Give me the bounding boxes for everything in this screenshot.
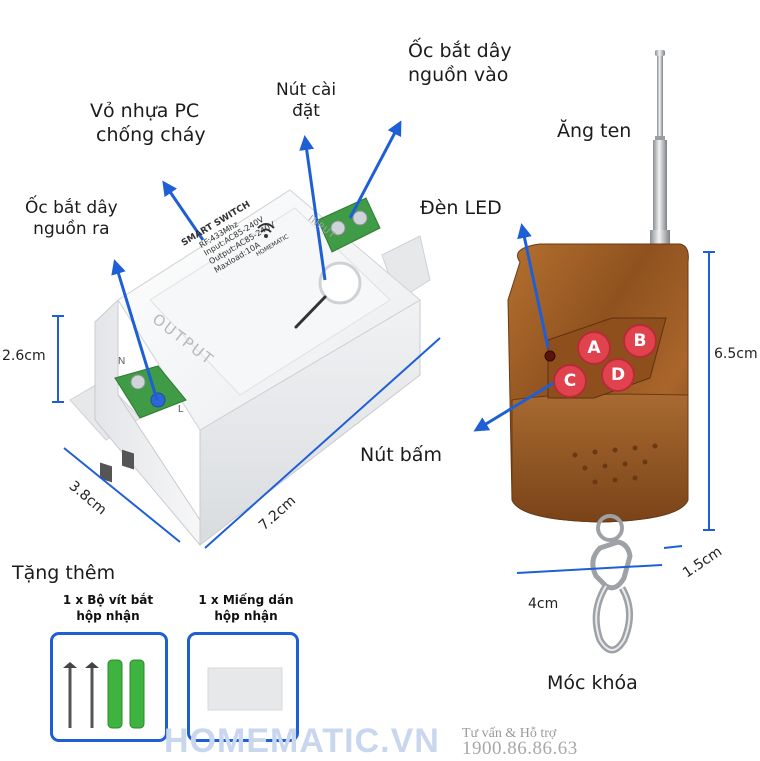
gift-item2-title: 1 x Miếng dán hộp nhận <box>186 592 306 624</box>
dim-remote-width: 4cm <box>528 596 559 612</box>
label-press-button: Nút bấm <box>360 444 442 466</box>
arrow-setup <box>299 135 327 281</box>
arrow-led <box>517 223 550 349</box>
remote-antenna <box>650 50 670 248</box>
arrow-case <box>162 180 205 241</box>
dim-line-depth <box>63 447 181 543</box>
gift-item2-line2: hộp nhận <box>214 609 278 624</box>
remote-keyring <box>590 514 633 654</box>
remote-button-c: C <box>553 364 587 398</box>
receiver-case <box>69 189 431 547</box>
gift-item2-line1: 1 x Miếng dán <box>198 593 294 607</box>
footer-phone: 1900.86.86.63 <box>462 738 578 759</box>
dim-remote-height: 6.5cm <box>714 346 758 362</box>
label-setup-line1: Nút cài <box>276 80 337 100</box>
remote-button-d: D <box>601 358 635 392</box>
label-setup-line2: đặt <box>292 101 320 122</box>
dim-line-remote-thickness <box>663 545 683 549</box>
callout-arrows <box>111 120 556 432</box>
label-input-terminal: Ốc bắt dây nguồn vào <box>408 40 512 88</box>
dim-line-length <box>204 337 441 549</box>
output-terminal-block <box>114 365 187 419</box>
dim-line-remote-width <box>516 564 663 574</box>
remote-button-a: A <box>577 331 611 365</box>
gift-item1-line1: 1 x Bộ vít bắt <box>62 593 154 607</box>
remote-button-b: B <box>623 324 657 358</box>
arrow-button <box>473 380 556 432</box>
label-output-line2: nguồn ra <box>33 219 110 240</box>
input-terminal-block <box>317 197 381 253</box>
label-antenna: Ăng ten <box>557 120 632 142</box>
remote-body <box>507 243 689 523</box>
setup-button <box>294 261 362 329</box>
footer-support-label: Tư vấn & Hỗ trợ <box>462 726 557 741</box>
label-case: Vỏ nhựa PC chống cháy <box>90 100 206 148</box>
label-setup-button: Nút cài đặt <box>276 80 336 123</box>
label-output-line1: Ốc bắt dây <box>25 198 118 218</box>
gift-item1-title: 1 x Bộ vít bắt hộp nhận <box>48 592 168 624</box>
dimension-lines <box>52 251 715 574</box>
footer-brand: HOMEMATIC.VN <box>164 722 440 760</box>
terminal-n-label: N <box>118 356 126 367</box>
label-case-line2: chống cháy <box>96 123 206 146</box>
label-input-line2: nguồn vào <box>408 63 509 86</box>
label-led: Đèn LED <box>420 197 502 219</box>
dim-receiver-height: 2.6cm <box>2 348 46 364</box>
label-keyring: Móc khóa <box>547 672 638 694</box>
gift-item1-line2: hộp nhận <box>76 609 140 624</box>
sticker-pad <box>207 667 283 711</box>
arrow-output <box>111 259 159 401</box>
label-output-terminal: Ốc bắt dây nguồn ra <box>25 198 118 241</box>
arrow-input <box>348 120 402 219</box>
terminal-l-label: L <box>178 404 184 415</box>
gift-title: Tặng thêm <box>12 562 116 584</box>
label-input-line1: Ốc bắt dây <box>408 40 512 62</box>
label-case-line1: Vỏ nhựa PC <box>90 100 200 122</box>
screw-kit <box>63 659 145 729</box>
